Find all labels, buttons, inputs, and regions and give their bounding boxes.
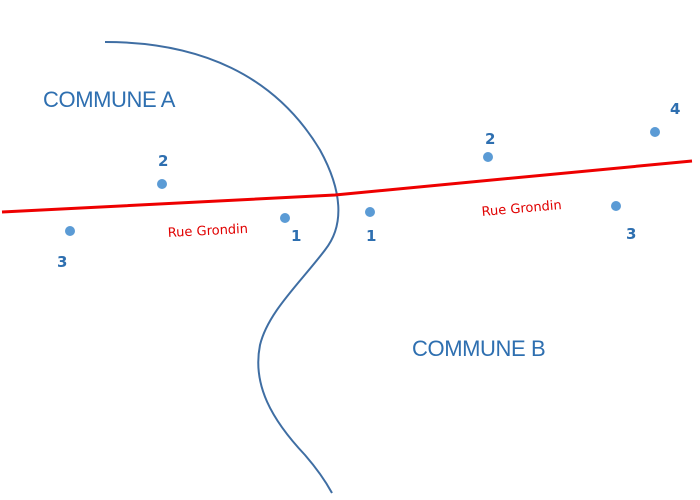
- street-line: [1, 159, 693, 214]
- street-name-label-right: Rue Grondin: [481, 198, 562, 220]
- address-point-a-3: [65, 226, 75, 236]
- address-number-a-1: 1: [291, 227, 301, 245]
- address-point-a-1: [280, 213, 290, 223]
- address-number-b-2: 2: [485, 130, 495, 148]
- address-point-b-4: [650, 127, 660, 137]
- address-number-b-1: 1: [366, 227, 376, 245]
- address-point-b-2: [483, 152, 493, 162]
- commune-a-label: COMMUNE A: [43, 87, 176, 112]
- address-point-b-3: [611, 201, 621, 211]
- commune-boundary-line: [104, 41, 340, 494]
- address-point-b-1: [365, 207, 375, 217]
- address-number-b-4: 4: [670, 100, 680, 118]
- commune-b-label: COMMUNE B: [412, 336, 545, 361]
- street-name-label-left: Rue Grondin: [167, 222, 248, 241]
- address-number-a-3: 3: [57, 253, 67, 271]
- address-number-b-3: 3: [626, 225, 636, 243]
- address-number-a-2: 2: [158, 152, 168, 170]
- address-point-a-2: [157, 179, 167, 189]
